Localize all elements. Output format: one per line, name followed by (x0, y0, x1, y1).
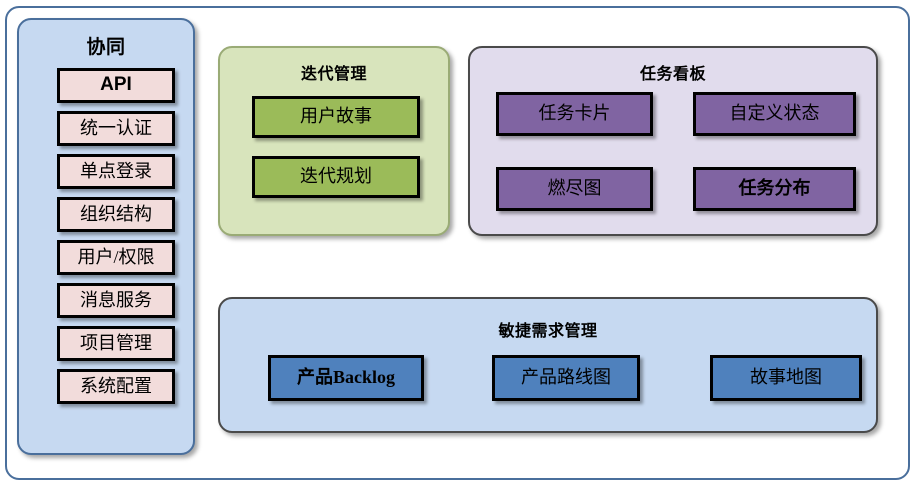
panel-iteration-management-title: 迭代管理 (300, 66, 367, 83)
sidebar-item-api[interactable]: API (57, 68, 175, 103)
sidebar-item-user-permission[interactable]: 用户/权限 (57, 240, 175, 275)
sidebar-item-system-config[interactable]: 系统配置 (57, 369, 175, 404)
diagram-outer-frame (5, 6, 910, 480)
agile-item-story-map[interactable]: 故事地图 (710, 355, 862, 401)
sidebar-item-message-service[interactable]: 消息服务 (57, 283, 175, 318)
panel-collaboration-title: 协同 (86, 37, 126, 58)
iteration-item-user-story[interactable]: 用户故事 (252, 96, 420, 138)
agile-item-product-roadmap[interactable]: 产品路线图 (492, 355, 640, 401)
taskboard-item-custom-status[interactable]: 自定义状态 (693, 92, 856, 136)
panel-task-board[interactable]: 任务看板 任务卡片 自定义状态 燃尽图 任务分布 (468, 46, 878, 236)
panel-collaboration[interactable]: 协同 API 统一认证 单点登录 组织结构 用户/权限 消息服务 项目管理 系统… (17, 18, 195, 455)
panel-agile-requirements-title: 敏捷需求管理 (498, 323, 598, 340)
sidebar-item-project-management[interactable]: 项目管理 (57, 326, 175, 361)
panel-iteration-management[interactable]: 迭代管理 用户故事 迭代规划 (218, 46, 450, 236)
sidebar-item-single-sign-on[interactable]: 单点登录 (57, 154, 175, 189)
iteration-item-iteration-planning[interactable]: 迭代规划 (252, 156, 420, 198)
agile-item-product-backlog[interactable]: 产品Backlog (268, 355, 424, 401)
taskboard-item-task-card[interactable]: 任务卡片 (496, 92, 653, 136)
sidebar-item-unified-auth[interactable]: 统一认证 (57, 111, 175, 146)
taskboard-item-burndown-chart[interactable]: 燃尽图 (496, 167, 653, 211)
taskboard-item-task-distribution[interactable]: 任务分布 (693, 167, 856, 211)
sidebar-item-org-structure[interactable]: 组织结构 (57, 197, 175, 232)
panel-task-board-title: 任务看板 (639, 66, 706, 83)
panel-agile-requirements[interactable]: 敏捷需求管理 产品Backlog 产品路线图 故事地图 (218, 297, 878, 433)
